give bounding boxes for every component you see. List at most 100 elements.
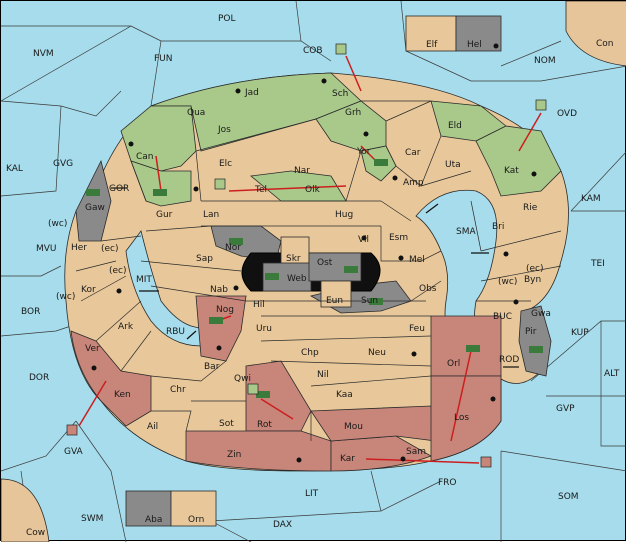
- province-label-bri: Bri: [492, 222, 504, 232]
- province-label-lan: Lan: [203, 210, 219, 220]
- province-label-sap: Sap: [196, 254, 213, 264]
- sea-label-som: SOM: [558, 492, 579, 502]
- sea-label-tei: TEI: [590, 259, 605, 269]
- sea-label-mvu: MVU: [36, 244, 57, 254]
- sea-label-pol: POL: [218, 14, 236, 24]
- province-label-byn: Byn: [524, 275, 541, 285]
- coast-label-ec3: (ec): [526, 264, 544, 274]
- province-skr-box: [280, 236, 310, 268]
- province-label-sun: Sun: [361, 296, 378, 306]
- sea-label-bor: BOR: [21, 307, 40, 317]
- sea-label-ovd: OVD: [557, 109, 577, 119]
- province-label-orn: Orn: [188, 515, 204, 525]
- sea-label-gvp: GVP: [556, 404, 575, 414]
- province-label-eld: Eld: [448, 121, 462, 131]
- province-label-uru: Uru: [256, 324, 272, 334]
- sea-label-gor: GOR: [109, 184, 129, 194]
- province-label-eun: Eun: [326, 296, 343, 306]
- move-orders: [78, 55, 542, 464]
- coast-label-ec2: (ec): [109, 266, 127, 276]
- province-label-can: Can: [136, 152, 154, 162]
- province-label-ken: Ken: [114, 390, 131, 400]
- province-label-aba: Aba: [145, 515, 162, 525]
- sea-label-con: Con: [596, 39, 614, 49]
- sea-label-mit: MIT: [136, 275, 152, 285]
- province-label-kat: Kat: [504, 166, 519, 176]
- sea-label-dor: DOR: [29, 373, 49, 383]
- province-label-ost: Ost: [317, 258, 333, 268]
- province-label-pir: Pir: [525, 327, 537, 337]
- province-label-hel: Hel: [467, 40, 482, 50]
- sea-label-kal: KAL: [6, 164, 23, 174]
- province-label-nar: Nar: [294, 166, 310, 176]
- adjacency-arrows: [111, 187, 519, 368]
- province-label-jad: Jad: [244, 88, 259, 98]
- coast-label-wc1: (wc): [48, 219, 67, 229]
- sea-label-buc: BUC: [493, 312, 512, 322]
- province-label-nil: Nil: [317, 370, 329, 380]
- province-label-zin: Zin: [227, 450, 241, 460]
- province-label-gur: Gur: [156, 210, 173, 220]
- province-borders: [75, 100, 562, 441]
- province-orn-box: [170, 490, 217, 527]
- province-label-rie: Rie: [523, 203, 538, 213]
- province-label-ail: Ail: [147, 422, 158, 432]
- supply-centres: [91, 43, 537, 463]
- sea-label-sma: SMA: [456, 227, 476, 237]
- province-eun-box: [320, 280, 352, 308]
- sea-label-lit: LIT: [305, 489, 319, 499]
- province-label-qua: Qua: [187, 108, 205, 118]
- province-con-island: [565, 1, 626, 67]
- province-label-rot: Rot: [257, 420, 272, 430]
- sea-label-gva: GVA: [64, 447, 84, 457]
- province-label-mel: Mel: [409, 255, 425, 265]
- province-label-esm: Esm: [389, 233, 408, 243]
- province-label-vil: Vil: [358, 235, 369, 245]
- province-label-nog: Nog: [216, 305, 234, 315]
- sea-label-nvm: NVM: [33, 49, 54, 59]
- province-label-sam: Sam: [406, 447, 426, 457]
- province-label-kar: Kar: [340, 454, 355, 464]
- province-label-ark: Ark: [118, 322, 134, 332]
- sea-label-alt: ALT: [604, 369, 620, 379]
- province-label-gwa: Gwa: [531, 309, 551, 319]
- sea-label-gvg: GVG: [53, 159, 73, 169]
- province-hel-box: [455, 15, 502, 52]
- sea-label-fro: FRO: [438, 478, 457, 488]
- province-label-chr: Chr: [170, 385, 186, 395]
- sea-labels: POL COB NVM FUN NOM Con OVD KAL GVG KAM …: [6, 14, 620, 538]
- province-label-mou: Mou: [344, 422, 363, 432]
- province-label-uta: Uta: [445, 160, 461, 170]
- province-label-elf: Elf: [426, 40, 438, 50]
- province-label-chp: Chp: [301, 348, 319, 358]
- province-label-los: Los: [454, 413, 469, 423]
- coast-label-ec1: (ec): [101, 244, 119, 254]
- province-label-tel: Tel: [254, 185, 267, 195]
- province-label-elc: Elc: [219, 159, 232, 169]
- province-label-sot: Sot: [219, 419, 234, 429]
- sea-label-fun: FUN: [154, 54, 173, 64]
- province-label-gaw: Gaw: [85, 203, 105, 213]
- province-label-hug: Hug: [335, 210, 353, 220]
- sea-label-dax: DAX: [273, 520, 292, 530]
- province-label-skr: Skr: [286, 254, 301, 264]
- province-aba-box: [125, 490, 172, 527]
- province-labels: Elf Hel Jad Sch Qua Jos Grh Eld Can Elc …: [71, 40, 551, 525]
- grey-provinces: [75, 159, 552, 377]
- coast-label-wc3: (wc): [498, 277, 517, 287]
- sea-label-nom: NOM: [534, 56, 556, 66]
- province-label-sch: Sch: [332, 89, 348, 99]
- province-label-nor: Nor: [225, 243, 241, 253]
- province-label-yor: Yor: [356, 147, 371, 157]
- province-label-obs: Obs: [419, 284, 437, 294]
- unit-armies: [86, 159, 543, 398]
- province-label-grh: Grh: [345, 108, 361, 118]
- province-label-her: Her: [71, 243, 87, 253]
- province-label-ver: Ver: [85, 344, 100, 354]
- province-label-web: Web: [287, 274, 307, 284]
- unit-fleets: [66, 43, 547, 468]
- province-label-kor: Kor: [81, 285, 96, 295]
- sea-label-rod: ROD: [499, 355, 519, 365]
